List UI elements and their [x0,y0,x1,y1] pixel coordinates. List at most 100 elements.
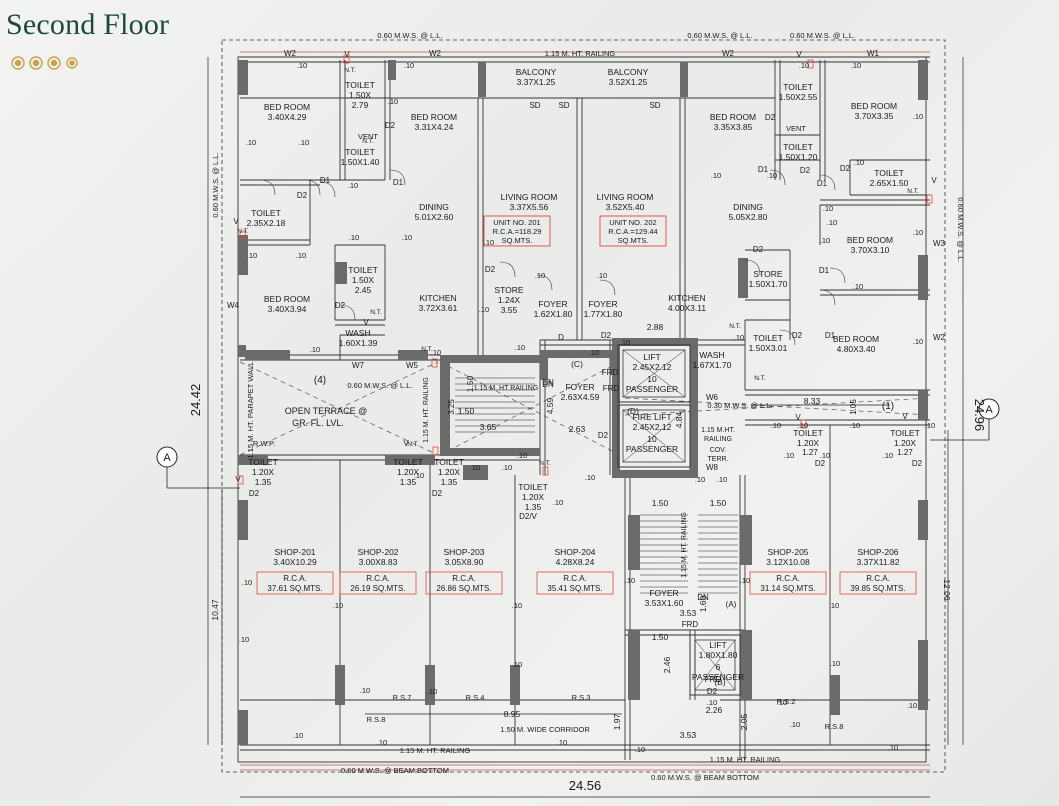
door-label: SD [529,101,540,110]
column [510,665,520,705]
dim-ten-label: .10 [851,61,861,70]
shop-rca-box [536,571,614,595]
shop-name: SHOP-205 [767,547,808,557]
door-label: D2 [840,164,851,173]
dimension-484: 4.84 [674,411,684,428]
dim-ten-label: .10 [297,61,307,70]
door-label: FRD [603,384,620,393]
dim-ten-label: .10 [299,138,309,147]
lift-shaft [689,634,741,696]
terrace-diagonal-line [239,361,439,456]
room-name-toilet-12: TOILET [518,482,548,492]
door-label: D2 [335,301,346,310]
room-name-bed-room-3: BED ROOM [851,101,897,111]
red-marker [237,475,244,485]
dim-ten-label: .10 [913,112,923,121]
annotation-railing-stair: 1.15 M. HT RAILING [474,385,538,392]
red-marker [343,54,350,64]
shop-dims: 3.40X10.29 [273,557,317,567]
column [440,355,450,455]
unit-box-202 [599,215,667,247]
room-name-foyer-3: FOYER [565,382,594,392]
dim-ten-label: .10 [798,421,808,430]
column [540,350,548,380]
room-dims-store-2: 1.50X1.70 [749,279,788,289]
vent-v-label: V [233,217,239,226]
shop-dims: 3.37X11.82 [857,557,900,567]
dim-ten-label: .10 [479,305,489,314]
room-name-toilet-4: TOILET [783,142,813,152]
dimension-150-v: 1.50 [465,375,475,392]
dim-ten-label: .10 [242,578,252,587]
dim-ten-label: .10 [557,738,567,747]
door-label: D2 [297,191,308,200]
room-dims-foyer-4: 3.53X1.60 [645,598,684,608]
dim-ten-label: .10 [484,238,494,247]
vent-v-label: V [902,412,908,421]
red-marker [542,466,549,476]
shop-dims: 3.05X8.90 [445,557,484,567]
rs-label: R.S.7 [393,693,412,702]
rs-label: R.S.4 [466,693,485,702]
unit-201-rca: R.C.A.=118.29 [493,227,542,236]
shop-rca-value: 26.19 SQ.MTS. [350,584,405,593]
shop-name: SHOP-203 [443,547,484,557]
room-name-living-1: LIVING ROOM [501,192,558,202]
door-swing [536,274,553,291]
shop-rca-label: R.C.A. [776,574,800,583]
shop-name: SHOP-206 [857,547,898,557]
room-name-store-1: STORE [494,285,523,295]
room-name-toilet-5: TOILET [874,168,904,178]
room-name-toilet-10: TOILET [393,457,423,467]
annotation-vent-2: VENT [786,124,806,133]
lift-dims-lift-d: 2.45X2.12 [633,422,672,432]
shop-dims: 3.12X10.08 [766,557,810,567]
red-marker [807,59,814,69]
dim-ten-label: .10 [427,687,437,696]
door-label: D1 [758,165,769,174]
shop-rca-label: R.C.A. [283,574,307,583]
dim-ten-label: .10 [296,251,306,260]
shop-rca-value: 39.85 SQ.MTS. [850,584,905,593]
nt-label: N.T. [237,228,249,235]
door-swing [819,174,836,191]
room-name-toilet-9: TOILET [248,457,278,467]
dim-ten-label: .10 [589,348,599,357]
door-label: DN [542,380,554,389]
dim-ten-label: .10 [597,271,607,280]
rs-label: R.S.3 [572,693,591,702]
lift-pax-lift-c: 10 [647,374,657,384]
door-label: D [558,333,564,342]
door-label: SD [558,101,569,110]
door-label: D2 [432,489,443,498]
dim-ten-label: .10 [734,333,744,342]
room-name-foyer-2: FOYER [588,299,617,309]
column [918,390,928,420]
lift-label-lift-d: PASSENGER [626,444,678,454]
room-name-balcony-1: BALCONY [516,67,557,77]
column [918,60,928,100]
nt-label: N.T. [407,441,419,448]
door-swing [389,169,406,186]
door-label: D2 [815,459,826,468]
dim-ten-label: .10 [784,451,794,460]
column [440,355,540,363]
shop-rca-value: 31.14 SQ.MTS. [760,584,815,593]
shop-rca-label: R.C.A. [452,574,476,583]
window-label: W2 [722,49,735,58]
dimension-overall-right: 24.96 [972,399,987,432]
column [388,60,396,80]
red-marker [926,194,933,204]
door-label: D2 [598,431,609,440]
room-dims-toilet-12: 1.20X [522,492,545,502]
column [680,62,688,97]
dim-ten-label: .10 [740,576,750,585]
dim-ten-label: .10 [767,171,777,180]
room-dims-foyer-2: 1.77X1.80 [584,309,623,319]
dimension-shop-right: 12.06 [942,579,952,601]
dimension-overall-left: 24.42 [188,384,203,417]
shop-rca-label: R.C.A. [366,574,390,583]
dim-ten-label: .10 [913,337,923,346]
dim-ten-label: .10 [823,204,833,213]
door-label: D2 [385,121,396,130]
